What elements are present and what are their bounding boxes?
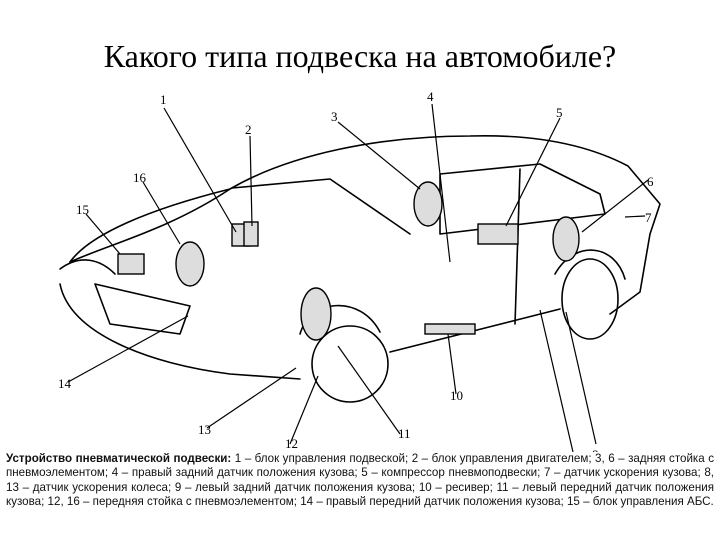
callout-16: 16 (133, 170, 147, 185)
rear-wheel-arch (554, 249, 626, 280)
car-side-windows (439, 163, 606, 235)
diagram-caption: Устройство пневматической подвески: 1 – … (6, 452, 714, 510)
front-left-air-strut (300, 287, 332, 341)
car-windshield (231, 178, 411, 235)
caption-heading: Устройство пневматической подвески: (6, 452, 232, 465)
abs-control-unit (117, 253, 145, 275)
car-headlight (59, 259, 116, 275)
callout-4: 4 (427, 89, 434, 104)
front-right-air-strut (175, 241, 205, 287)
rear-wheel (561, 258, 619, 340)
callout-5: 5 (556, 105, 563, 120)
callout-6: 6 (647, 174, 654, 189)
callout-12: 12 (285, 436, 298, 451)
front-wheel (311, 325, 389, 403)
air-receiver (424, 323, 476, 335)
air-suspension-diagram: 1 2 3 4 5 6 7 8 9 10 11 12 13 14 15 16 (58, 89, 661, 452)
callout-15: 15 (76, 202, 89, 217)
air-compressor (477, 223, 519, 245)
car-hood (69, 188, 231, 263)
car-grille (94, 283, 191, 335)
callout-2: 2 (245, 122, 252, 137)
callout-13: 13 (198, 422, 211, 437)
car-door-line (514, 168, 521, 325)
callout-8: 8 (592, 447, 599, 452)
rear-right-air-strut (413, 181, 443, 227)
car-body-outline (69, 134, 661, 315)
callout-3: 3 (331, 109, 338, 124)
engine-control-unit (243, 221, 259, 247)
callout-11: 11 (398, 426, 411, 441)
rear-left-air-strut (552, 216, 580, 262)
callout-1: 1 (160, 92, 167, 107)
callout-7: 7 (645, 210, 652, 225)
page-title: Какого типа подвеска на автомобиле? (103, 38, 617, 74)
callout-14: 14 (58, 376, 72, 391)
car-front-bumper (59, 283, 301, 380)
callout-10: 10 (450, 388, 463, 403)
caption-text: 1 – блок управления подвеской; 2 – блок … (6, 452, 714, 509)
